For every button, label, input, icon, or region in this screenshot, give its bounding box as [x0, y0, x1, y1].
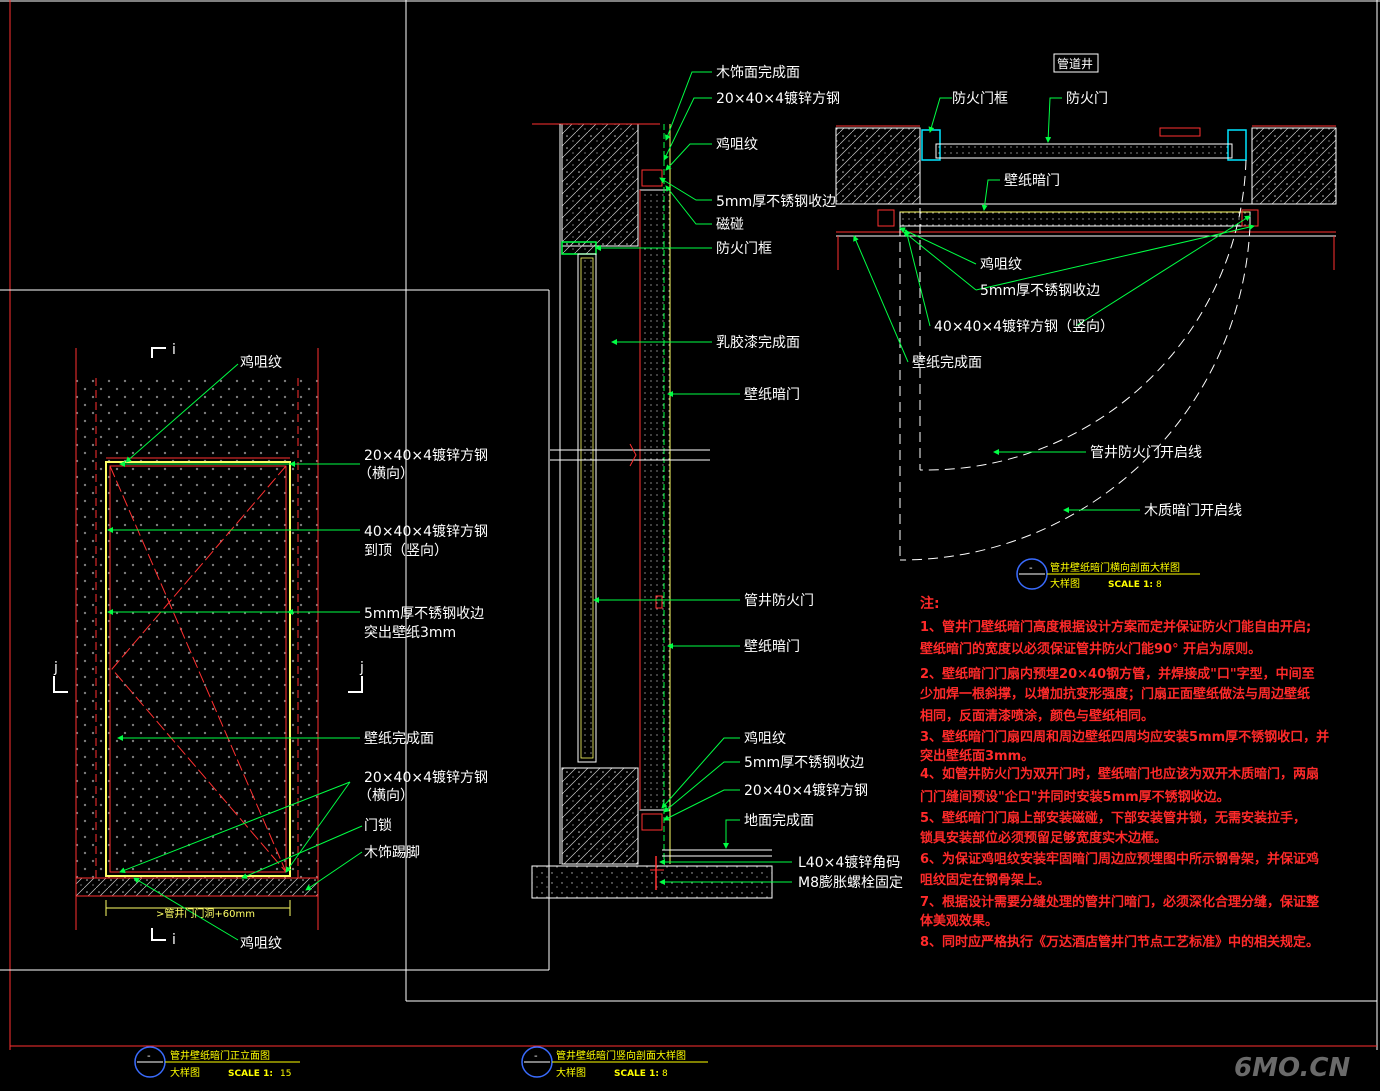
notes-line: 少加焊一根斜撑，以增加抗变形强度；门扇正面壁纸做法与周边壁纸	[919, 686, 1310, 702]
elevation-drawing	[53, 347, 363, 941]
sheet-frame	[0, 0, 1380, 1050]
vertical-section-leaders	[593, 71, 792, 885]
elev-top-ji-label: 鸡咀纹	[240, 354, 282, 371]
elev-skirting-label: 木饰踢脚	[364, 845, 420, 861]
elev-steel-v-label: 40×40×4镀锌方钢	[364, 523, 488, 540]
notes-line: 8、同时应严格执行《万达酒店管井门节点工艺标准》中的相关规定。	[920, 934, 1319, 950]
vs-title-scale-value: 8	[662, 1069, 668, 1079]
watermark: 6MO.CN	[1234, 1053, 1350, 1083]
elev-mark-i-top: i	[172, 342, 176, 358]
vs-ji-bottom-label: 鸡咀纹	[744, 730, 786, 747]
elev-steel-h-top-label: 20×40×4镀锌方钢	[364, 447, 488, 464]
vs-angle-label: L40×4镀锌角码	[798, 854, 900, 871]
vs-hidden-door-2-label: 壁纸暗门	[744, 639, 800, 655]
vs-fire-frame-label: 防火门框	[716, 241, 772, 257]
title-block-elevation	[134, 1046, 300, 1078]
vs-ss-top-label: 5mm厚不锈钢收边	[716, 194, 836, 210]
elev-lock-label: 门锁	[364, 818, 392, 834]
vs-title-code: -	[534, 1051, 538, 1062]
notes-line: 咀纹固定在钢骨架上。	[920, 872, 1050, 888]
notes-heading: 注:	[920, 595, 940, 612]
hs-ss-label: 5mm厚不锈钢收边	[980, 283, 1100, 299]
hs-title-code: -	[1029, 563, 1033, 574]
notes-line: 锁具安装部位必须预留足够宽度实木边框。	[920, 830, 1167, 846]
notes-line: 3、壁纸暗门门扇四周和周边壁纸四周均应安装5mm厚不锈钢收口，并	[920, 729, 1329, 745]
hs-wood-swing-label: 木质暗门开启线	[1144, 503, 1242, 519]
hs-wallpaper-label: 壁纸完成面	[912, 355, 982, 371]
vs-floor-label: 地面完成面	[744, 813, 814, 829]
elev-dim-label: >管井门门洞+60mm	[156, 907, 255, 920]
vs-shaft-door-label: 管井防火门	[744, 593, 814, 609]
notes-line: 1、管井门壁纸暗门高度根据设计方案而定并保证防火门能自由开启;	[920, 619, 1311, 635]
hs-steel40-label: 40×40×4镀锌方钢（竖向）	[934, 318, 1114, 335]
elevation-leaders	[107, 363, 363, 941]
elev-title-scale-label: SCALE 1:	[228, 1069, 273, 1079]
hs-title-scale-label: SCALE 1:	[1108, 580, 1153, 590]
vs-magnet-label: 磁碰	[716, 217, 744, 233]
elev-title-code: -	[147, 1051, 151, 1062]
hs-fire-frame-label: 防火门框	[952, 91, 1008, 107]
hs-title-sub: 大样图	[1050, 577, 1080, 590]
elev-mark-i-bottom: i	[172, 932, 176, 948]
vs-steel20-label: 20×40×4镀锌方钢	[716, 90, 840, 107]
elev-title-name: 管井壁纸暗门正立面图	[170, 1049, 270, 1062]
notes-line: 2、壁纸暗门门扇内预埋20×40钢方管，并焊接成"口"字型，中间至	[920, 666, 1315, 682]
notes-line: 突出壁纸面3mm。	[920, 748, 1034, 764]
vs-title-scale-label: SCALE 1:	[614, 1069, 659, 1079]
notes-line: 体美观效果。	[920, 913, 998, 929]
vs-hidden-door-1-label: 壁纸暗门	[744, 387, 800, 403]
vs-title-sub: 大样图	[556, 1066, 586, 1079]
horizontal-section-drawing	[835, 53, 1337, 561]
elev-steel-h-bot-sub: （横向）	[358, 788, 414, 804]
notes-line: 壁纸暗门的宽度以必须保证管井防火门能90° 开启为原则。	[920, 641, 1261, 657]
hs-shaft-label: 管道井	[1057, 56, 1093, 71]
vs-steel-bottom-label: 20×40×4镀锌方钢	[744, 782, 868, 799]
elev-ss-edge-label: 5mm厚不锈钢收边	[364, 606, 484, 622]
notes-line: 相同，反面清漆喷涂，颜色与壁纸相同。	[920, 708, 1154, 724]
title-block-vertical	[521, 1046, 708, 1078]
vs-ss-bottom-label: 5mm厚不锈钢收边	[744, 755, 864, 771]
elev-title-sub: 大样图	[170, 1066, 200, 1079]
vs-bolt-label: M8膨胀螺栓固定	[798, 874, 903, 891]
elev-title-scale-value: 15	[280, 1069, 291, 1079]
title-block-horizontal	[1016, 558, 1200, 590]
vs-title-name: 管井壁纸暗门竖向剖面大样图	[556, 1049, 686, 1062]
elev-wallpaper-label: 壁纸完成面	[364, 731, 434, 747]
notes-line: 7、根据设计需要分缝处理的管井门暗门，必须深化合理分缝，保证整	[920, 894, 1320, 910]
hs-hidden-door-label: 壁纸暗门	[1004, 173, 1060, 189]
hs-fire-door-label: 防火门	[1066, 91, 1108, 107]
elev-mark-j-right: j	[359, 660, 364, 676]
hs-ji-label: 鸡咀纹	[980, 256, 1022, 273]
hs-fire-swing-label: 管井防火门开启线	[1090, 445, 1202, 461]
horizontal-section-leaders	[853, 97, 1255, 513]
elev-bottom-ji-label: 鸡咀纹	[240, 935, 282, 952]
elev-steel-h-top-sub: （横向）	[358, 466, 414, 482]
notes-line: 门门缝间预设"企口"并同时安装5mm厚不锈钢收边。	[920, 789, 1230, 805]
elev-steel-v-sub: 到顶（竖向）	[364, 543, 448, 559]
vs-ji-top-label: 鸡咀纹	[716, 136, 758, 153]
elev-steel-h-bot-label: 20×40×4镀锌方钢	[364, 769, 488, 786]
elev-ss-edge-sub: 突出壁纸3mm	[364, 625, 456, 641]
elev-mark-j-left: j	[53, 660, 58, 676]
notes-line: 4、如管井防火门为双开门时，壁纸暗门也应该为双开木质暗门，两扇	[920, 766, 1319, 782]
notes-line: 5、壁纸暗门门扇上部安装磁碰，下部安装管井锁，无需安装拉手，	[920, 810, 1306, 826]
vs-wood-face-label: 木饰面完成面	[716, 65, 800, 81]
notes-line: 6、为保证鸡咀纹安装牢固暗门周边应预埋图中所示钢骨架，并保证鸡	[920, 851, 1319, 867]
vs-latex-label: 乳胶漆完成面	[716, 334, 800, 351]
hs-title-name: 管井壁纸暗门横向剖面大样图	[1050, 561, 1180, 574]
hs-title-scale-value: 8	[1156, 580, 1162, 590]
notes-block: 注: 1、管井门壁纸暗门高度根据设计方案而定并保证防火门能自由开启; 壁纸暗门的…	[919, 595, 1329, 950]
